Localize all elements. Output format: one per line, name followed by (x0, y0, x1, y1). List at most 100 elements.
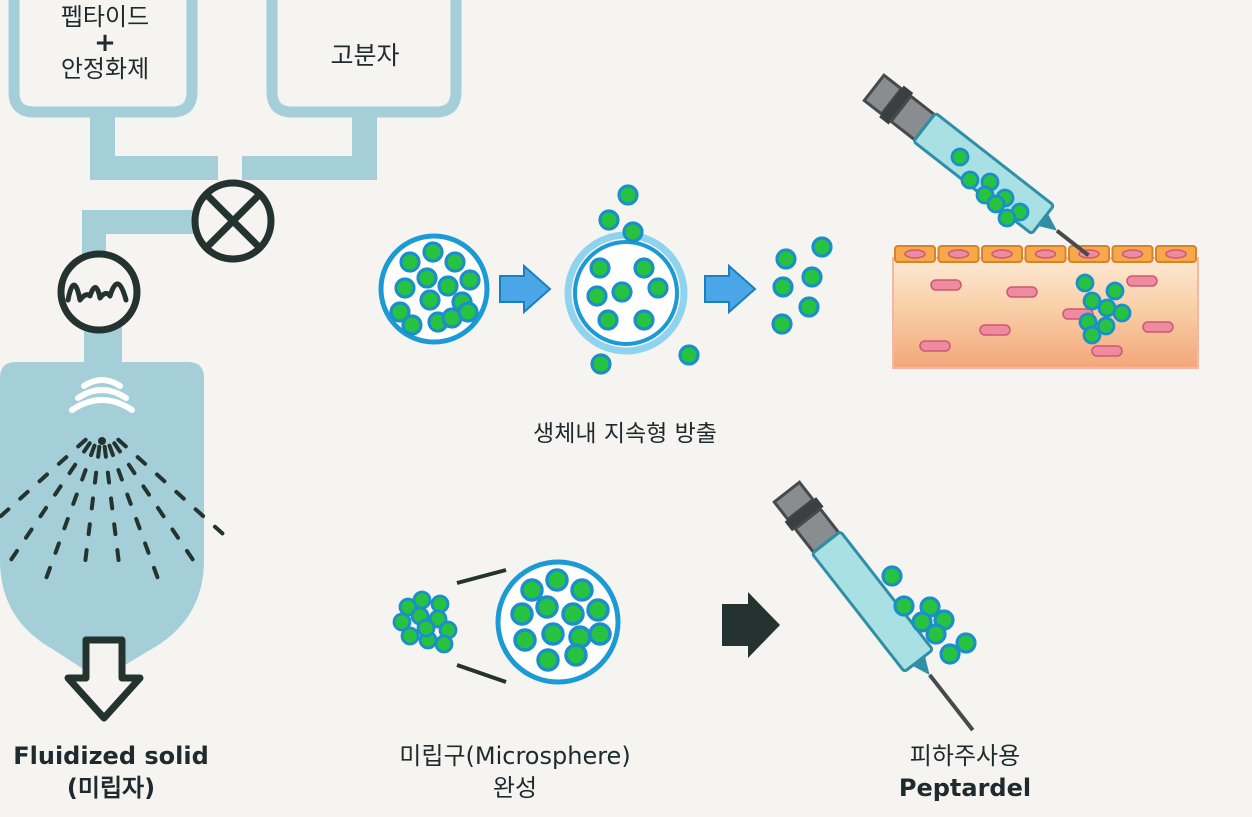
particle (394, 277, 416, 299)
particle (775, 248, 797, 270)
particle (545, 568, 569, 592)
valve-icon (191, 179, 275, 263)
particle (617, 184, 639, 206)
particle (536, 648, 560, 672)
particle (622, 221, 644, 243)
particle (633, 257, 655, 279)
particle (510, 602, 534, 626)
particle (457, 301, 479, 323)
tank-left-line-3: 안정화제 (60, 55, 150, 83)
particle (389, 301, 411, 323)
particle (960, 170, 980, 190)
zoom-line-top (456, 568, 507, 585)
particle (1096, 316, 1116, 336)
microsphere-line-2: 완성 (492, 774, 538, 802)
release-label: 생체내 지속형 방출 (533, 421, 717, 447)
particle (771, 313, 793, 335)
particle (564, 643, 588, 667)
spray-droplets (0, 437, 225, 580)
product-line-2: Peptardel (898, 774, 1032, 802)
particle (437, 275, 459, 297)
syringe-icon (862, 73, 1090, 257)
particle (611, 281, 633, 303)
microsphere-cluster (392, 590, 458, 654)
particle (950, 147, 970, 167)
particle (416, 618, 436, 638)
product-label: 피하주사용 Peptardel (860, 740, 1070, 804)
particle (430, 594, 450, 614)
particle (444, 251, 466, 273)
particle (399, 251, 421, 273)
particle (513, 628, 537, 652)
particle (401, 314, 423, 336)
zoom-line-bottom (456, 663, 507, 684)
fluidized-line-1: Fluidized solid (13, 742, 209, 770)
particle (416, 267, 438, 289)
tank-left-line-1: 펩타이드 (60, 3, 150, 31)
fluidized-line-2: (미립자) (66, 774, 156, 802)
particle (955, 632, 977, 654)
particle (1082, 291, 1102, 311)
particle (597, 309, 619, 331)
particle (647, 277, 669, 299)
particle (541, 622, 565, 646)
particle (798, 296, 820, 318)
sensor-icon (57, 250, 141, 334)
particle (893, 595, 915, 617)
skin-tissue-icon (892, 245, 1199, 369)
particle (586, 598, 610, 622)
particle (459, 269, 481, 291)
syringe-1-particles (950, 147, 1132, 345)
particle (561, 602, 585, 626)
right-arrow-icon (704, 263, 757, 315)
particle (400, 626, 420, 646)
syringe-2-particles (881, 565, 977, 665)
particle (570, 578, 594, 602)
microsphere-zoom-particles (510, 568, 612, 672)
particle (1075, 273, 1095, 293)
particle (881, 565, 903, 587)
particle (1105, 281, 1125, 301)
particle (412, 590, 432, 610)
particle (422, 241, 444, 263)
particle (801, 266, 823, 288)
syringe-icon (772, 480, 975, 732)
particle (811, 236, 833, 258)
down-arrow-icon (64, 636, 144, 722)
particle (434, 634, 454, 654)
particle (520, 578, 544, 602)
particle (590, 353, 612, 375)
spray-chamber (0, 362, 204, 680)
particle (1112, 303, 1132, 323)
fluidized-label: Fluidized solid (미립자) (0, 740, 222, 804)
particle (598, 209, 620, 231)
tank-right-label: 고분자 (330, 41, 400, 70)
particle (633, 309, 655, 331)
sphere-2-particles (586, 257, 669, 331)
particle (535, 595, 559, 619)
product-line-1: 피하주사용 (909, 742, 1021, 770)
microsphere-label: 미립구(Microsphere) 완성 (360, 740, 670, 804)
particle (772, 276, 794, 298)
particle (925, 623, 947, 645)
particle (678, 344, 700, 366)
released-particles (590, 184, 833, 375)
particle (997, 208, 1017, 228)
particle (939, 643, 961, 665)
microsphere-line-1: 미립구(Microsphere) (399, 742, 631, 770)
particle (986, 194, 1006, 214)
tank-left-line-2: + (94, 28, 116, 58)
particle (1097, 298, 1117, 318)
particle (586, 285, 608, 307)
particle (419, 289, 441, 311)
particle (911, 611, 933, 633)
right-arrow-icon (499, 263, 552, 315)
right-arrow-icon (722, 592, 780, 658)
sphere-1-particles (389, 241, 481, 336)
particle (588, 622, 612, 646)
spray-nozzle-icon (69, 377, 135, 413)
particle (392, 612, 412, 632)
particle (1082, 325, 1102, 345)
tank-left-label: 펩타이드 + 안정화제 (30, 2, 180, 84)
